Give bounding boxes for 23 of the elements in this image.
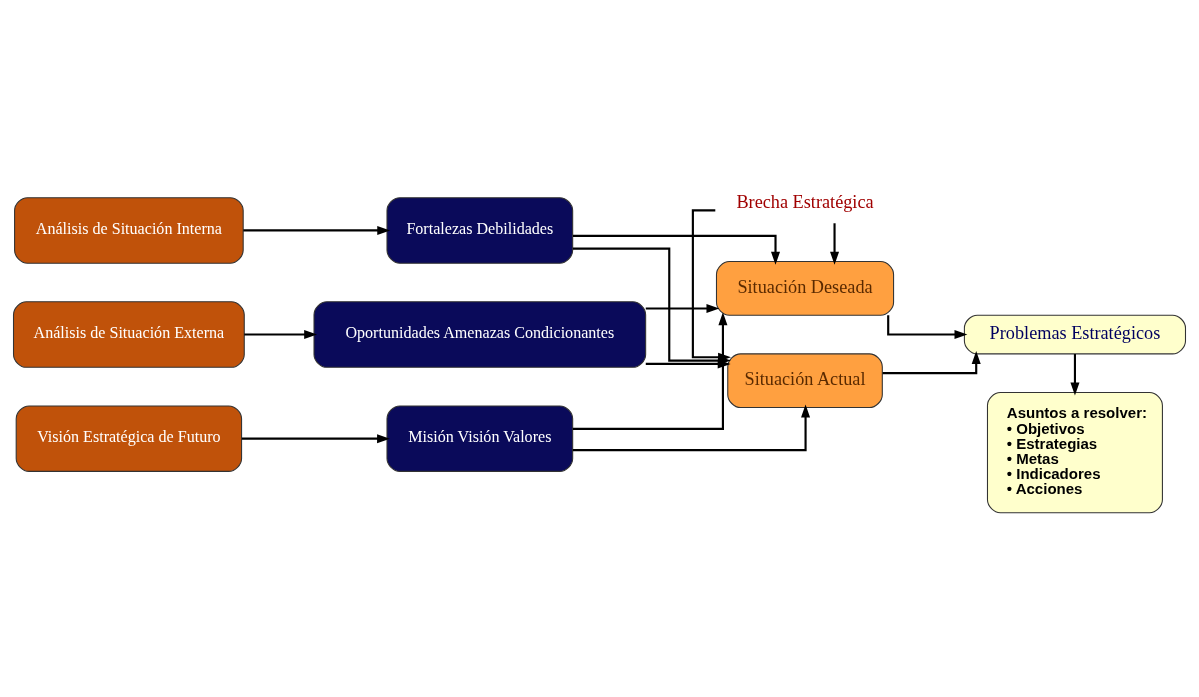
arrow <box>572 312 728 430</box>
arrow <box>882 351 981 375</box>
node-box: Visión Estratégica de Futuro <box>15 405 243 472</box>
node-box: Problemas Estratégicos <box>963 314 1187 355</box>
arrow <box>243 225 391 235</box>
arrow <box>244 330 318 340</box>
node-box: Fortalezas Debilidades <box>386 197 574 264</box>
arrow <box>572 404 811 452</box>
arrow <box>645 304 720 314</box>
arrow <box>241 434 390 444</box>
node-box: Asuntos a resolver: • Objetivos • Estrategias • Metas • Indicadores • Acciones <box>986 391 1163 514</box>
node-box: Misión Visión Valores <box>386 405 574 472</box>
arrow <box>1070 354 1080 396</box>
arrow <box>887 315 968 340</box>
arrow <box>691 209 731 362</box>
node-box: Situación Actual <box>727 353 883 409</box>
node-text: Brecha Estratégica <box>736 192 874 213</box>
node-box: Análisis de Situación Externa <box>12 301 245 368</box>
node-box: Análisis de Situación Interna <box>14 197 244 264</box>
arrow <box>573 234 781 265</box>
node-box: Oportunidades Amenazas Condicionantes <box>313 301 647 368</box>
arrow <box>830 223 840 265</box>
node-box: Situación Deseada <box>715 261 895 316</box>
